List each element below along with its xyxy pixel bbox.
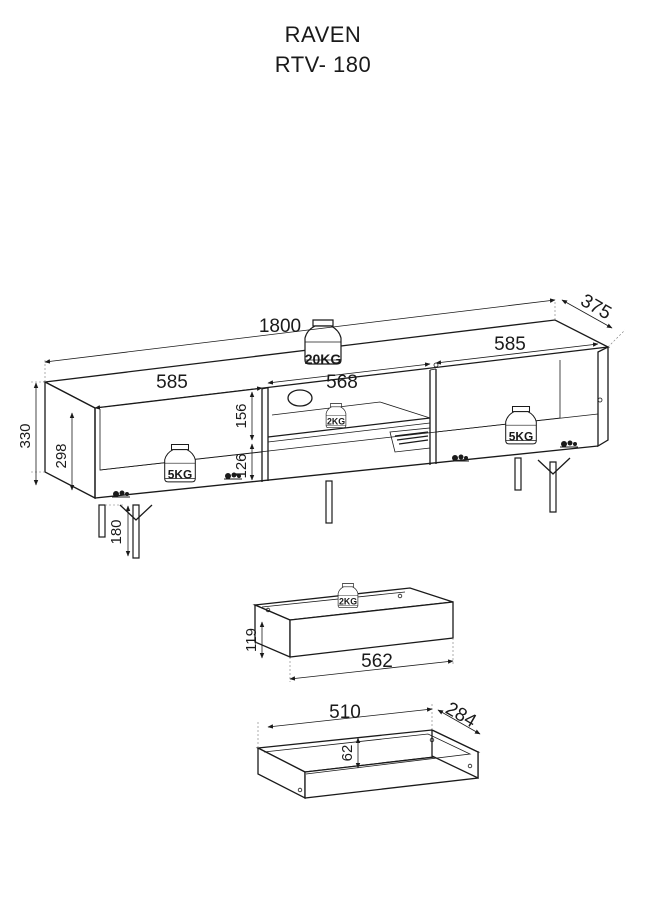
dim-right-section: 585 xyxy=(494,334,526,355)
weight-drawer: 2KG xyxy=(337,583,359,609)
dim-middle-lower: 126 xyxy=(233,453,250,478)
dim-drawer-box-width: 510 xyxy=(329,702,361,723)
cabinet-right-side xyxy=(597,345,609,448)
drawer-box xyxy=(255,728,481,800)
model-code: RTV- 180 xyxy=(274,52,372,77)
weight-drawer-label: 2KG xyxy=(339,596,357,606)
weight-right-label: 5KG xyxy=(509,430,533,444)
dim-height: 330 xyxy=(17,423,34,448)
weight-top-label: 20KG xyxy=(305,351,342,367)
dim-drawer-box-depth: 284 xyxy=(442,698,480,732)
dim-middle-upper: 156 xyxy=(233,403,250,428)
drawer-box-right xyxy=(431,728,479,780)
dim-depth: 375 xyxy=(577,290,615,324)
dim-leg-height: 180 xyxy=(108,519,125,544)
weight-left: 5KG xyxy=(164,443,196,483)
dim-inner-height: 298 xyxy=(53,443,70,468)
weight-top: 20KG xyxy=(304,319,342,367)
dim-drawer-box-height: 62 xyxy=(339,745,356,762)
cabinet-legs xyxy=(98,457,571,559)
dim-drawer-front-height: 119 xyxy=(243,628,260,652)
dim-middle-section: 568 xyxy=(326,372,358,393)
weight-middle: 2KG xyxy=(325,403,347,429)
dim-drawer-front-width: 562 xyxy=(361,651,393,672)
dim-left-section: 585 xyxy=(156,372,188,393)
dim-total-width: 1800 xyxy=(259,316,301,337)
model-name: RAVEN xyxy=(284,22,362,47)
weight-middle-label: 2KG xyxy=(327,416,345,426)
weight-left-label: 5KG xyxy=(168,468,192,482)
weight-right: 5KG xyxy=(505,405,537,445)
